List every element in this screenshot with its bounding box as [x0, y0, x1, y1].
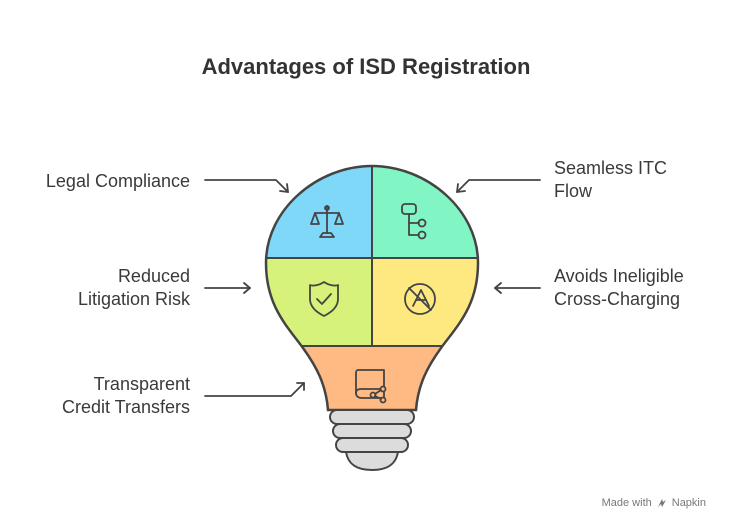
arrow-legal-compliance — [204, 179, 289, 193]
arrow-transparent-credit-transfers — [204, 382, 305, 397]
arrow-seamless-itc-flow — [456, 179, 541, 193]
made-with-text: Made with — [601, 497, 652, 509]
label-avoids-cross-charging: Avoids Ineligible Cross-Charging — [554, 266, 684, 309]
arrow-reduced-litigation-risk — [204, 282, 251, 294]
napkin-logo-icon — [657, 499, 666, 507]
flow-diagram-icon — [401, 203, 427, 240]
napkin-footer[interactable]: Made with Napkin — [602, 497, 706, 509]
book-share-icon — [355, 369, 387, 404]
label-legal-compliance: Legal Compliance — [45, 171, 190, 191]
segment-reduced-litigation-risk — [266, 258, 372, 346]
shield-check-icon — [309, 281, 339, 317]
diagram-title: Advantages of ISD Registration — [201, 54, 531, 79]
label-seamless-itc-flow: Seamless ITC Flow — [554, 158, 668, 201]
segment-transparent-credit-transfers — [266, 346, 478, 410]
label-transparent-credit-transfers: Transparent Credit Transfers — [61, 374, 190, 417]
label-reduced-litigation-risk: Reduced Litigation Risk — [77, 266, 190, 309]
segment-seamless-itc-flow — [372, 166, 478, 258]
segment-legal-compliance — [266, 166, 372, 258]
arrow-avoids-cross-charging — [494, 282, 541, 294]
scales-icon — [310, 205, 344, 238]
napkin-brand: Napkin — [671, 497, 706, 509]
bulb-base — [329, 409, 415, 472]
no-cross-charging-icon — [404, 283, 436, 315]
